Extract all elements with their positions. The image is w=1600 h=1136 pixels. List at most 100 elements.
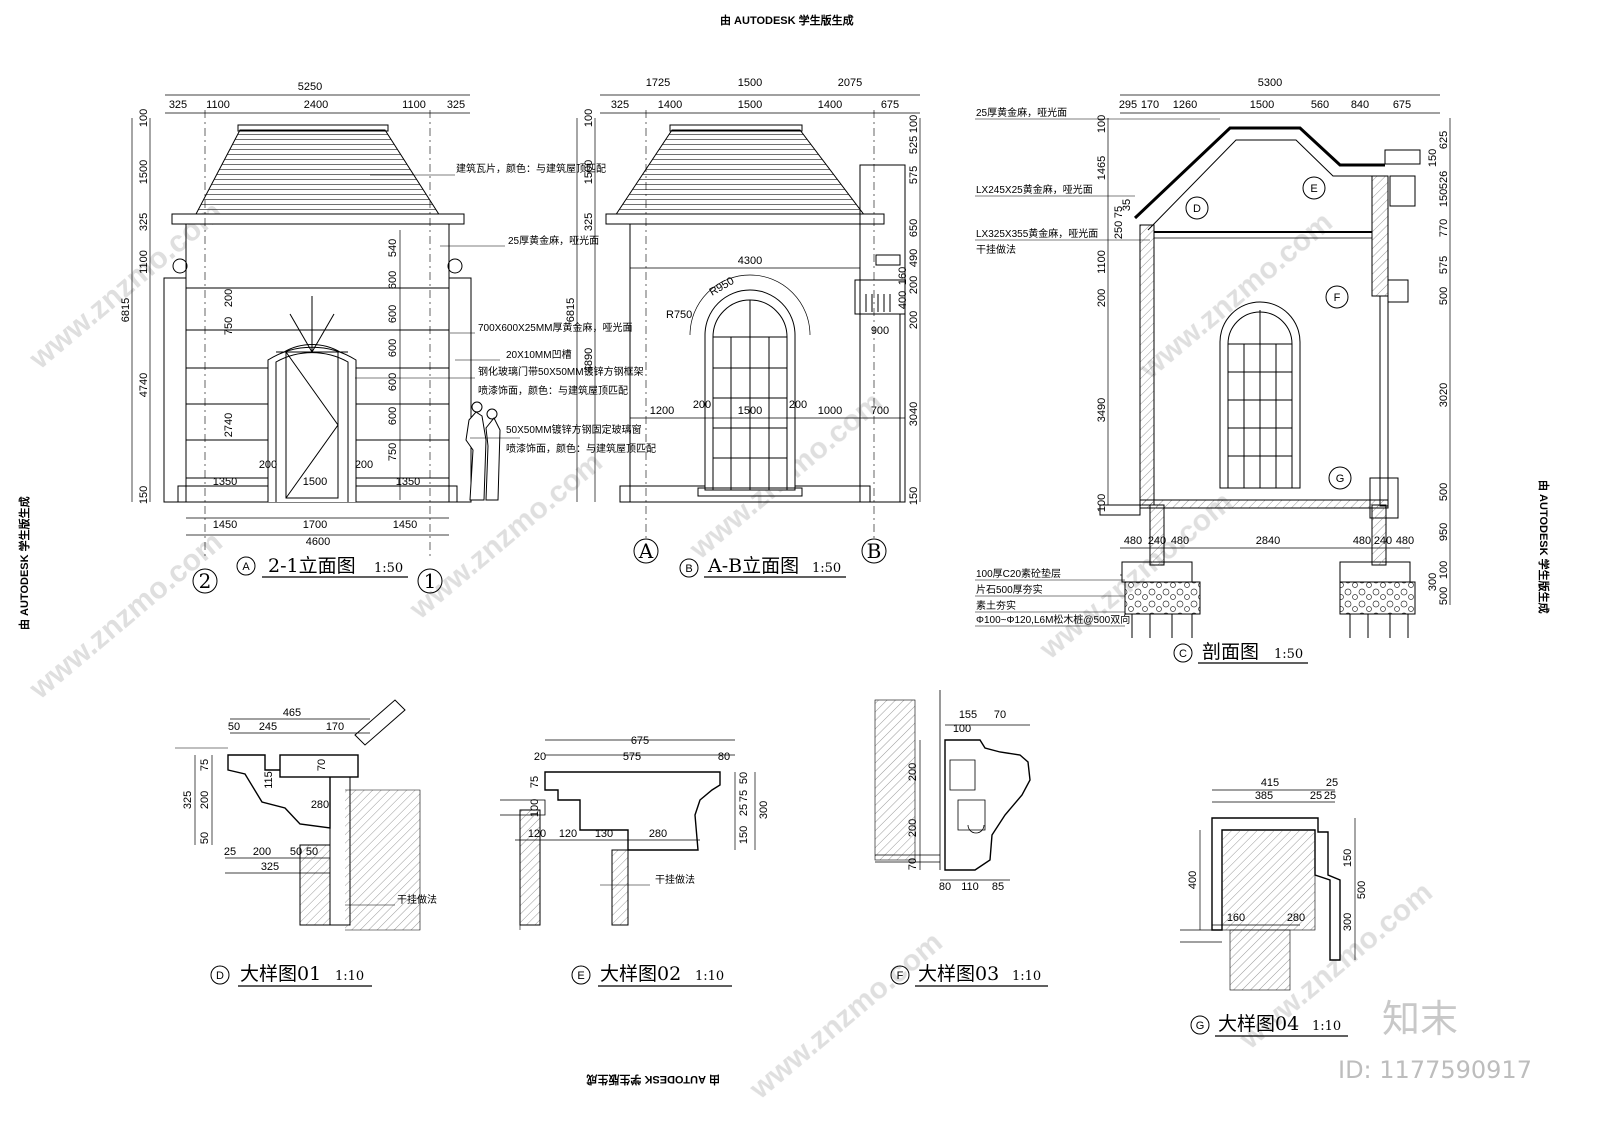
title-tag-circle <box>890 965 910 985</box>
dim-text: 625 <box>1438 131 1450 149</box>
dim-text: 600 <box>387 373 399 391</box>
dim-row-foundation: 480 240 480 2840 480 240 480 <box>1124 535 1414 547</box>
stamp-left: 由 AUTODESK 学生版生成 <box>17 496 31 630</box>
dim-col-e1-left: 100 1500 325 1100 200 750 2740 150 6815 … <box>120 109 235 504</box>
dim-text: 200 <box>908 311 920 329</box>
dim-text: 575 <box>623 751 641 763</box>
dim-text: 4890 <box>583 348 595 372</box>
dim-text: 6815 <box>120 298 132 322</box>
dim-text: 150 <box>1342 849 1354 867</box>
dim-text: 6815 <box>565 298 577 322</box>
dim-text: 280 <box>311 799 329 811</box>
dim-text: 85 <box>992 881 1004 893</box>
dim-text: 110 <box>961 881 979 893</box>
detail-04 <box>1180 789 1356 991</box>
dim-text: 170 <box>1141 99 1159 111</box>
dim-text: 200 <box>907 819 919 837</box>
drawing-title: 2-1立面图 <box>268 555 356 577</box>
dim-text: 500 <box>1356 881 1368 899</box>
dim-text: 1200 <box>650 405 674 417</box>
drawing-scale: 1:50 <box>374 561 403 576</box>
dim-text: 280 <box>649 828 667 840</box>
note-frame1: 50X50MM镀锌方钢固定玻璃窗 <box>506 423 642 436</box>
section-drawing <box>975 94 1451 638</box>
drawing-title: 大样图02 <box>600 963 681 985</box>
dim-text: 675 <box>881 99 899 111</box>
dim-text: 70 <box>994 709 1006 721</box>
title-tag-circle <box>1173 643 1193 663</box>
dim-text: 500 <box>1438 287 1450 305</box>
dim-text: 25 <box>1310 790 1322 802</box>
dim-text: 480 <box>1171 535 1189 547</box>
dim-text: 75 <box>1113 206 1125 218</box>
dim-text: 1400 <box>658 99 682 111</box>
grid-label: 2 <box>199 569 212 593</box>
dim-text: 150 <box>138 486 150 504</box>
dim-text: 200 <box>1096 289 1108 307</box>
dim-text: 300 <box>758 801 770 819</box>
stamp-right: 由 AUTODESK 学生版生成 <box>1537 480 1551 614</box>
dim-text: 1350 <box>213 476 237 488</box>
dim-text: 2075 <box>838 77 862 89</box>
dim-text: 1350 <box>396 476 420 488</box>
dim-text: 1100 <box>1096 250 1108 274</box>
dim-text: 500 <box>1438 587 1450 605</box>
dim-text: 600 <box>387 271 399 289</box>
dim-text: 770 <box>1438 219 1450 237</box>
dim-text: 160 <box>897 267 909 285</box>
dim-text: 300 <box>1342 913 1354 931</box>
dim-text: 100 <box>953 723 971 735</box>
dim-text: 750 <box>387 443 399 461</box>
dim-text: 150 <box>738 826 750 844</box>
drawing-title: A-B立面图 <box>707 555 799 577</box>
dim-text: 415 <box>1261 777 1279 789</box>
dim-text: 250 <box>1113 221 1125 239</box>
note-found-1: 100厚C20素砼垫层 <box>976 567 1061 580</box>
drawing-scale: 1:10 <box>695 969 724 984</box>
dim-text: 325 <box>169 99 187 111</box>
dim-text: 20 <box>534 751 546 763</box>
dim-text: 25 <box>224 846 236 858</box>
dim-text: 200 <box>253 846 271 858</box>
note-roof: 建筑瓦片，颜色：与建筑屋顶匹配 <box>456 162 606 175</box>
stamp-top: 由 AUTODESK 学生版生成 <box>720 13 854 27</box>
notes-e1 <box>355 174 520 439</box>
note-dry-hang: 干挂做法 <box>397 893 437 906</box>
dim-text: 100 <box>1096 494 1108 512</box>
title-tag: F <box>897 970 904 982</box>
brand-logo: 知末 <box>1382 997 1458 1041</box>
dim-row-section: 295 170 1260 1500 560 840 675 <box>1119 99 1411 111</box>
dim-text: 325 <box>447 99 465 111</box>
dim-text: 150 <box>1427 149 1439 167</box>
dim-text: 1000 <box>818 405 842 417</box>
dim-text: 525 <box>908 136 920 154</box>
dim-text: 4600 <box>306 536 330 548</box>
drawing-scale: 1:10 <box>335 969 364 984</box>
dim-text: 100 <box>529 799 541 817</box>
dim-text: 480 <box>1353 535 1371 547</box>
dim-text: 280 <box>1287 912 1305 924</box>
watermark-text: www.znzmo.com <box>743 925 949 1106</box>
drawing-scale: 1:50 <box>812 561 841 576</box>
dim-text: 200 <box>355 459 373 471</box>
dim-text: 100 <box>583 109 595 127</box>
dim-text: 70 <box>907 858 919 870</box>
dim-text: 240 <box>1148 535 1166 547</box>
dim-text: 675 <box>631 735 649 747</box>
dims-detail-03: 155 70 100 200 200 70 80 110 85 <box>907 709 1006 893</box>
dim-text: 650 <box>908 219 920 237</box>
dim-text: 325 <box>261 861 279 873</box>
dim-text: 240 <box>1374 535 1392 547</box>
dim-text: 4740 <box>138 373 150 397</box>
dim-text: 1400 <box>818 99 842 111</box>
dim-text: 5300 <box>1258 77 1282 89</box>
dims-detail-02: 675 20 575 80 75 100 50 75 25 300 150 12… <box>528 735 770 844</box>
dim-text: 1100 <box>402 99 426 111</box>
dim-text: 115 <box>263 771 275 789</box>
dim-text: 540 <box>387 239 399 257</box>
dim-text: 200 <box>693 399 711 411</box>
dim-text: 1260 <box>1173 99 1197 111</box>
dim-col-e2-left: 100 1500 325 6815 4890 <box>565 109 595 372</box>
